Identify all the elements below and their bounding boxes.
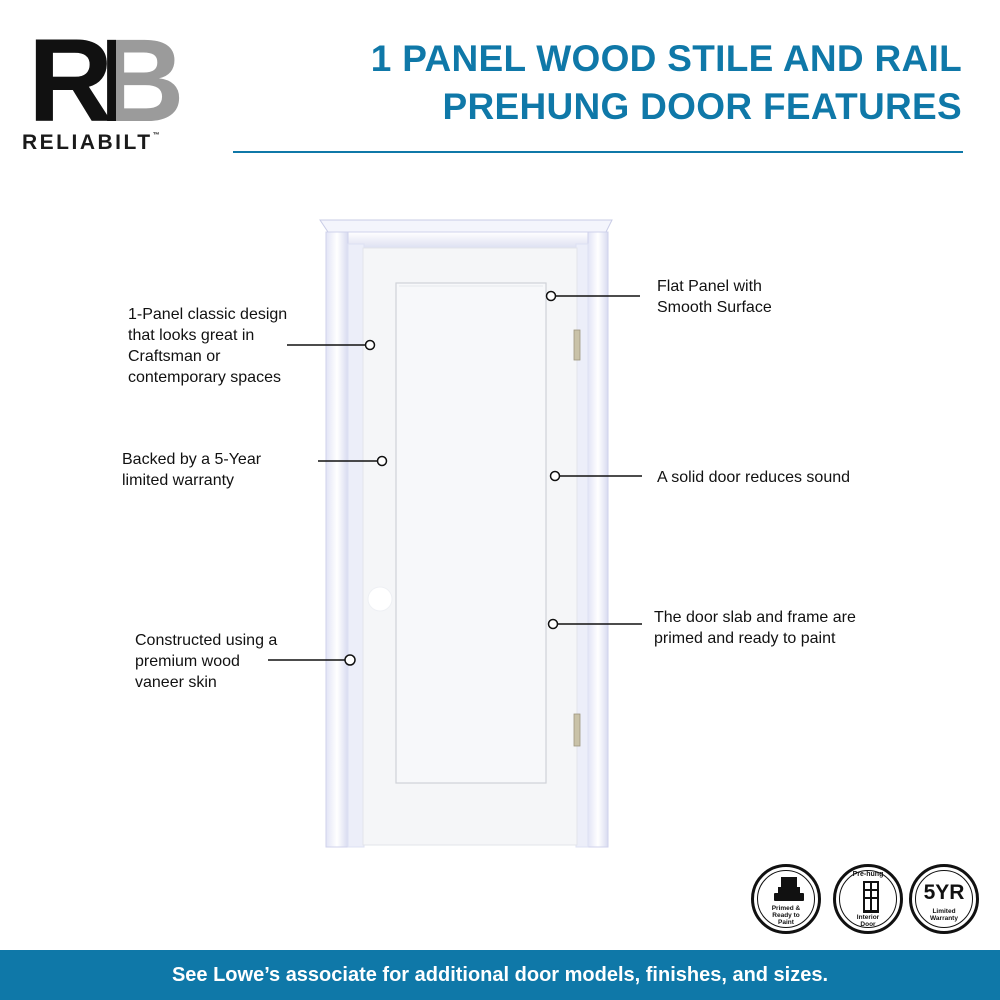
callout-line: limited warranty — [122, 472, 235, 489]
callout-line: The door slab and frame are — [654, 609, 856, 626]
badge-label-line: Limited — [932, 908, 956, 915]
footer-text: See Lowe’s associate for additional door… — [171, 964, 829, 986]
callout-primed: The door slab and frame are primed and r… — [654, 607, 856, 649]
badge-label-line: Primed & — [771, 905, 801, 912]
badge-label: Primed & Ready to Paint — [754, 905, 818, 926]
callout-solid-door: A solid door reduces sound — [657, 467, 850, 488]
door-hinges — [573, 329, 581, 747]
badge-warranty-years: 5YR — [923, 881, 965, 904]
badge-label-line: Ready to — [772, 912, 800, 919]
door-icon — [863, 881, 879, 913]
callout-line: Flat Panel with — [657, 278, 762, 295]
callout-warranty: Backed by a 5-Year limited warranty — [122, 449, 261, 491]
badge-label: Limited Warranty — [912, 908, 976, 922]
callout-flat-panel: Flat Panel with Smooth Surface — [657, 276, 772, 318]
callout-line: premium wood — [135, 653, 240, 670]
badge-label-line: Paint — [778, 919, 794, 926]
door-casing — [319, 219, 613, 848]
callout-line: 1-Panel classic design — [128, 306, 288, 323]
badge-ring — [757, 870, 815, 928]
logo-letters-shadow: RB — [30, 28, 179, 128]
title-divider — [233, 151, 963, 153]
page-title: 1 PANEL WOOD STILE AND RAIL PREHUNG DOOR… — [262, 35, 962, 131]
callout-line: Craftsman or — [128, 348, 221, 365]
badge-label-line: Door — [860, 921, 876, 928]
title-line-1: 1 PANEL WOOD STILE AND RAIL — [370, 38, 962, 79]
badge-prehung-interior-door: Pre-hung Interior Door — [833, 864, 903, 934]
badge-label: Interior Door — [836, 914, 900, 928]
wordmark-text: RELIABILT — [22, 131, 153, 154]
badge-5yr-warranty: 5YR Limited Warranty — [909, 864, 979, 934]
badge-label-line: Warranty — [930, 915, 958, 922]
footer-banner: See Lowe’s associate for additional door… — [0, 950, 1000, 1000]
callout-line: primed and ready to paint — [654, 630, 836, 647]
door-slab — [362, 247, 578, 846]
callout-line: Smooth Surface — [657, 299, 772, 316]
badge-ring — [915, 870, 973, 928]
badge-primed-ready-to-paint: Primed & Ready to Paint — [751, 864, 821, 934]
rb-logo-mark: RB RB — [30, 28, 193, 128]
callout-line: Backed by a 5-Year — [122, 451, 262, 468]
callout-panel-design: 1-Panel classic design that looks great … — [128, 304, 287, 388]
callout-line: that looks great in — [128, 327, 255, 344]
badge-label-line: Interior — [856, 914, 880, 921]
logo-letters: RB — [30, 28, 179, 128]
callout-leader-lines — [268, 295, 642, 661]
callout-line: vaneer skin — [135, 674, 217, 691]
paint-brush-icon — [774, 877, 804, 901]
trademark-symbol: ™ — [152, 132, 160, 139]
door-bore-hole — [367, 586, 393, 612]
logo-wordmark: RELIABILT™ — [22, 131, 160, 155]
callout-markers — [344, 290, 561, 666]
callout-construction: Constructed using a premium wood vaneer … — [135, 630, 277, 693]
badge-top-label: Pre-hung — [852, 871, 884, 878]
badge-ring — [839, 870, 897, 928]
callout-line: contemporary spaces — [128, 369, 281, 386]
callout-line: A solid door reduces sound — [657, 469, 851, 486]
title-line-2: PREHUNG DOOR FEATURES — [442, 86, 962, 127]
reliabilt-logo: RB RB RELIABILT™ — [22, 28, 212, 158]
callout-line: Constructed using a — [135, 632, 278, 649]
